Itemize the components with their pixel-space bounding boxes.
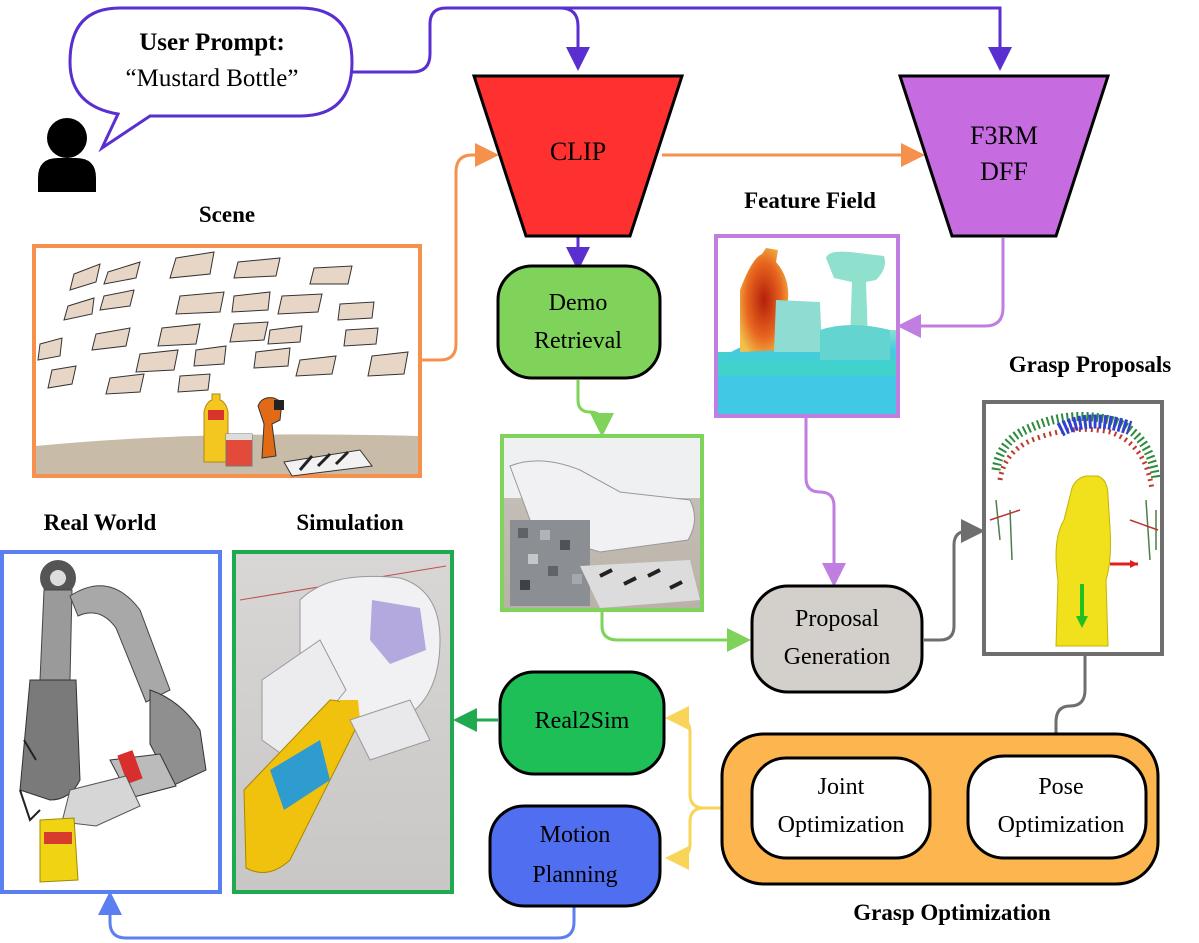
scene-title: Scene (199, 202, 255, 227)
grasp-bottle (1055, 475, 1111, 647)
grasp-proposals-title: Grasp Proposals (1009, 352, 1172, 377)
demo-line2: Retrieval (534, 328, 622, 354)
motion-line2: Planning (532, 862, 617, 888)
demo-to-image-arrow (576, 380, 614, 437)
grasp-optimization-title: Grasp Optimization (853, 900, 1051, 925)
pose-line1: Pose (1038, 774, 1083, 800)
optimization-to-motion-arrow (665, 806, 705, 870)
motion-planning-node: Motion Planning (488, 804, 662, 908)
prompt-to-encoders-arrow (352, 6, 1012, 74)
proposal-line2: Generation (784, 644, 891, 670)
prompt-text: “Mustard Bottle” (126, 65, 299, 92)
grasp-proposals-panel (982, 400, 1164, 656)
demo-voxels (510, 520, 590, 606)
motion-to-realworld-arrow (98, 891, 576, 940)
prompt-to-clip-arrow (559, 6, 590, 71)
real2sim-node: Real2Sim (498, 670, 666, 776)
motion-line1: Motion (540, 822, 611, 848)
scene-objects (203, 393, 373, 477)
prompt-title: User Prompt: (139, 29, 285, 56)
real-world-panel (0, 550, 222, 894)
optimization-to-real2sim-arrow (665, 706, 722, 810)
proposal-to-grasp-arrow (924, 519, 985, 642)
camera-frustums (37, 251, 409, 395)
f3rm-label: F3RM (970, 121, 1038, 150)
simulation-title: Simulation (296, 510, 404, 535)
joint-line1: Joint (818, 774, 865, 800)
clip-label: CLIP (550, 137, 606, 166)
grasp-frames (989, 411, 1161, 561)
demo-retrieval-node: Demo Retrieval (496, 264, 662, 380)
person-icon (38, 118, 96, 192)
simulation-panel (232, 550, 454, 894)
proposal-line1: Proposal (795, 606, 879, 632)
f3rm-dff-encoder: F3RM DFF (897, 74, 1111, 238)
scene-to-clip-arrow (420, 143, 499, 362)
feature-field-to-proposal-arrow (804, 418, 846, 587)
grasp-to-optimization-arrow (1044, 656, 1087, 757)
pose-line2: Optimization (998, 812, 1125, 838)
pose-optimization-node: Pose Optimization (966, 754, 1148, 860)
feature-field-panel (714, 234, 900, 418)
proposal-generation-node: Proposal Generation (750, 584, 924, 694)
joint-line2: Optimization (778, 812, 905, 838)
demo-image-panel (500, 434, 704, 612)
f3rm-to-feature-field-arrow (897, 238, 1005, 338)
real2sim-label: Real2Sim (535, 708, 630, 734)
clip-encoder: CLIP (471, 74, 685, 238)
feature-field-title: Feature Field (744, 188, 876, 213)
dff-label: DFF (980, 157, 1028, 186)
demo-line1: Demo (549, 290, 608, 316)
user-prompt-bubble: User Prompt: “Mustard Bottle” (68, 6, 354, 153)
real-world-title: Real World (44, 510, 157, 535)
robot-arm (19, 560, 207, 883)
joint-optimization-node: Joint Optimization (750, 756, 932, 860)
scene-panel (32, 244, 422, 478)
demo-image-to-proposal-arrow (600, 612, 751, 652)
grasp-optimization-group: Joint Optimization Pose Optimization (720, 732, 1160, 886)
